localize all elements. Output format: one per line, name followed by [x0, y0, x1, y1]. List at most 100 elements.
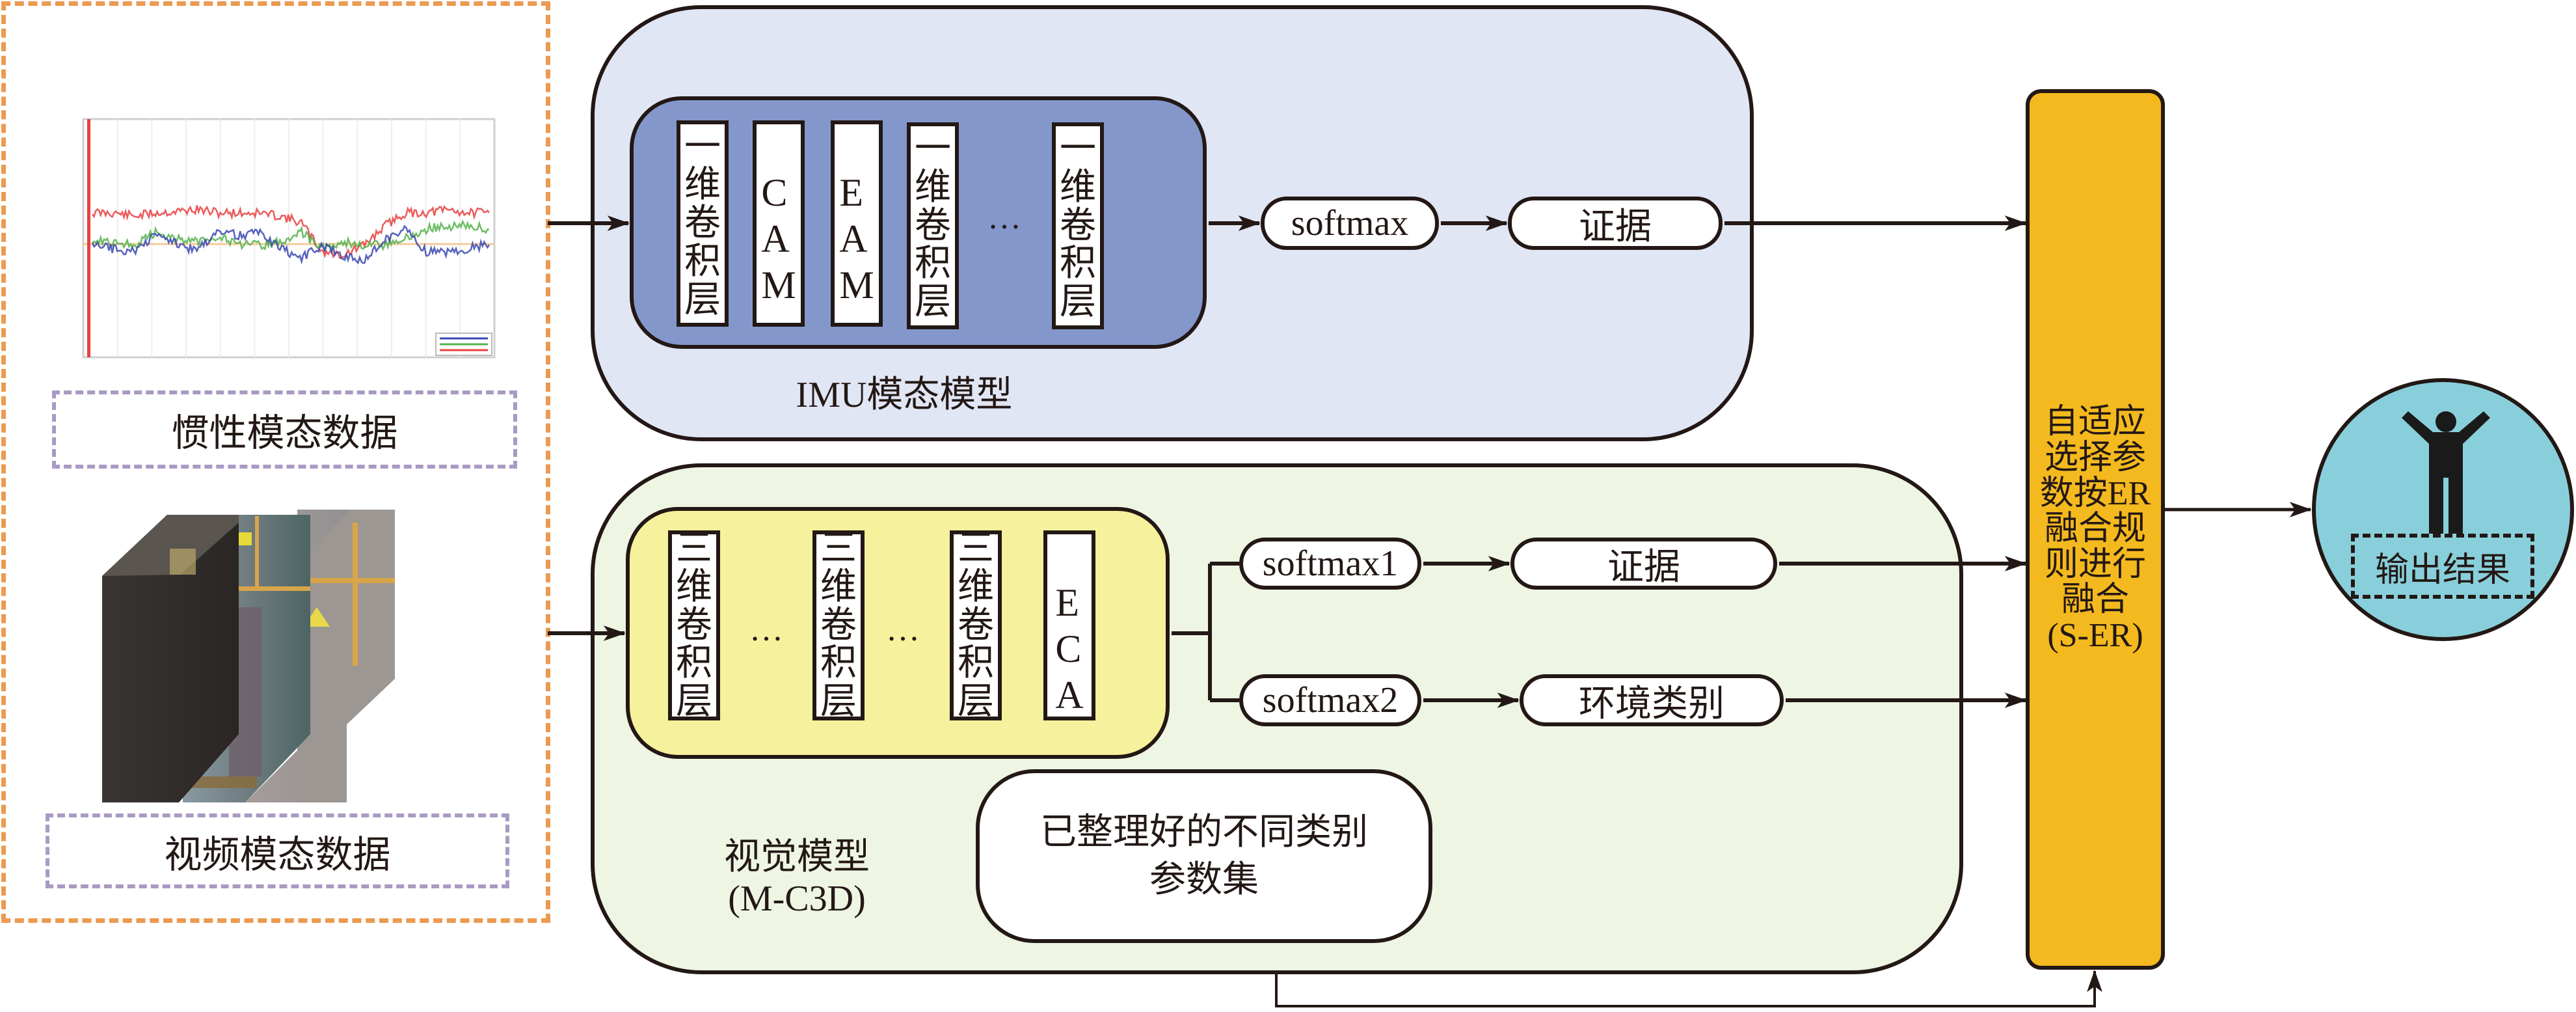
layer-label-glyph: M: [839, 263, 874, 307]
ser-fusion-line: (S-ER): [2047, 616, 2143, 654]
visual-layer-ellipsis-2: …: [886, 611, 921, 648]
video-data-label-text: 视频模态数据: [164, 833, 391, 876]
layer-label-glyph: 维: [915, 167, 951, 208]
imu-evidence-node: 证据: [1508, 197, 1723, 250]
visual-model-subtitle: (M-C3D): [728, 879, 866, 920]
video-data-label: 视频模态数据: [46, 814, 509, 888]
imu-model-title: IMU模态模型: [796, 375, 1013, 415]
layer-label-glyph: C: [761, 171, 788, 214]
layer-label: 一维卷积层: [915, 130, 951, 321]
layer-label-glyph: 三: [958, 528, 994, 569]
layer-label-glyph: 维: [820, 566, 857, 607]
layer-label-glyph: 层: [820, 681, 857, 722]
video-frame-stack-thumbnail: [102, 510, 395, 802]
imu-evidence-label: 证据: [1579, 206, 1652, 247]
chart-series-blue: [91, 225, 490, 265]
ser-fusion-line: 融合规: [2044, 510, 2146, 548]
output-result-label: 输出结果: [2351, 534, 2534, 599]
layer-label-glyph: E: [839, 171, 863, 214]
layer-label-glyph: M: [761, 263, 796, 307]
layer-label: 三维卷积层: [958, 530, 994, 721]
layer-label-glyph: A: [1055, 673, 1084, 717]
imu-layer-conv1d-2: 一维卷积层: [907, 122, 959, 329]
layer-label-glyph: 维: [676, 566, 712, 607]
imu-signal-chart-thumbnail: [65, 115, 501, 366]
arrow-parameter-set-to-fusion: [1275, 970, 2102, 1007]
ser-fusion-line: 数按ER: [2039, 474, 2151, 512]
layer-label: 一维卷积层: [684, 128, 721, 320]
layer-label-glyph: 维: [684, 165, 721, 206]
layer-label-glyph: 积: [915, 243, 951, 284]
visual-evidence-label: 证据: [1607, 547, 1680, 588]
output-result-text: 输出结果: [2374, 550, 2510, 590]
visual-softmax1-label: softmax1: [1262, 543, 1399, 584]
layer-label-glyph: 维: [1060, 167, 1096, 208]
ser-fusion-line: 则进行: [2044, 545, 2146, 583]
layer-label: 三维卷积层: [820, 530, 857, 721]
visual-softmax2-label: softmax2: [1262, 680, 1399, 720]
visual-softmax1-node: softmax1: [1239, 538, 1421, 590]
layer-label: 三维卷积层: [676, 530, 712, 721]
imu-layer-conv1d-n: 一维卷积层: [1052, 122, 1104, 329]
layer-label-glyph: 卷: [958, 605, 994, 646]
layer-label-glyph: 积: [958, 643, 994, 684]
visual-layer-conv3d-1: 三维卷积层: [668, 530, 720, 721]
layer-label-glyph: 卷: [684, 203, 721, 244]
video-frame-3: [245, 510, 395, 802]
layer-label-glyph: A: [839, 217, 868, 260]
chart-marker-bar: [87, 119, 90, 357]
parameter-set-node: 已整理好的不同类别 参数集: [976, 769, 1432, 943]
visual-layer-conv3d-3: 三维卷积层: [950, 530, 1002, 721]
input-data-panel: [1, 1, 550, 923]
layer-label-glyph: 层: [684, 279, 721, 320]
layer-label-glyph: 积: [676, 643, 712, 684]
parameter-set-line-1: 已整理好的不同类别: [1040, 812, 1368, 853]
environment-class-label: 环境类别: [1579, 683, 1724, 724]
visual-evidence-node: 证据: [1510, 538, 1777, 590]
layer-label-glyph: 卷: [915, 205, 951, 246]
layer-label-glyph: 卷: [1060, 205, 1096, 246]
visual-softmax2-node: softmax2: [1239, 674, 1421, 726]
imu-data-label-text: 惯性模态数据: [171, 412, 398, 454]
layer-label-glyph: 层: [676, 681, 712, 722]
visual-layer-ellipsis-1: …: [749, 611, 785, 648]
visual-model-title-text: 视觉模型: [724, 837, 870, 877]
layer-label-glyph: 卷: [676, 605, 712, 646]
layer-label-glyph: 卷: [820, 605, 857, 646]
layer-label-glyph: 积: [1060, 243, 1096, 284]
ser-fusion-line: 选择参: [2044, 439, 2146, 477]
layer-label-glyph: 层: [1060, 282, 1096, 323]
layer-label: 一维卷积层: [1060, 130, 1096, 321]
video-frame-1: [102, 515, 239, 802]
layer-label-glyph: 积: [820, 643, 857, 684]
layer-label-glyph: E: [1055, 581, 1079, 624]
layer-label-glyph: 一: [915, 129, 951, 169]
chart-series-red: [91, 204, 490, 259]
layer-label-glyph: 层: [958, 681, 994, 722]
ser-fusion-line: 融合: [2061, 581, 2129, 619]
parameter-set-line-2: 参数集: [1149, 859, 1259, 900]
imu-data-label: 惯性模态数据: [52, 390, 517, 469]
ser-fusion-line: 自适应: [2044, 403, 2146, 441]
layer-label-glyph: C: [1055, 627, 1082, 670]
imu-layer-conv1d-1: 一维卷积层: [677, 120, 729, 327]
layer-label-glyph: 积: [684, 241, 721, 282]
layer-label-glyph: 一: [1060, 129, 1096, 169]
layer-label-glyph: 三: [676, 528, 712, 569]
layer-label-glyph: 三: [820, 528, 857, 569]
visual-model-title: 视觉模型 (M-C3D): [690, 836, 904, 920]
visual-layer-conv3d-2: 三维卷积层: [812, 530, 865, 721]
layer-label-glyph: 一: [684, 126, 721, 167]
layer-label-glyph: 层: [915, 282, 951, 323]
environment-class-node: 环境类别: [1520, 674, 1784, 726]
layer-label-glyph: 维: [958, 566, 994, 607]
imu-softmax-node: softmax: [1261, 197, 1439, 250]
